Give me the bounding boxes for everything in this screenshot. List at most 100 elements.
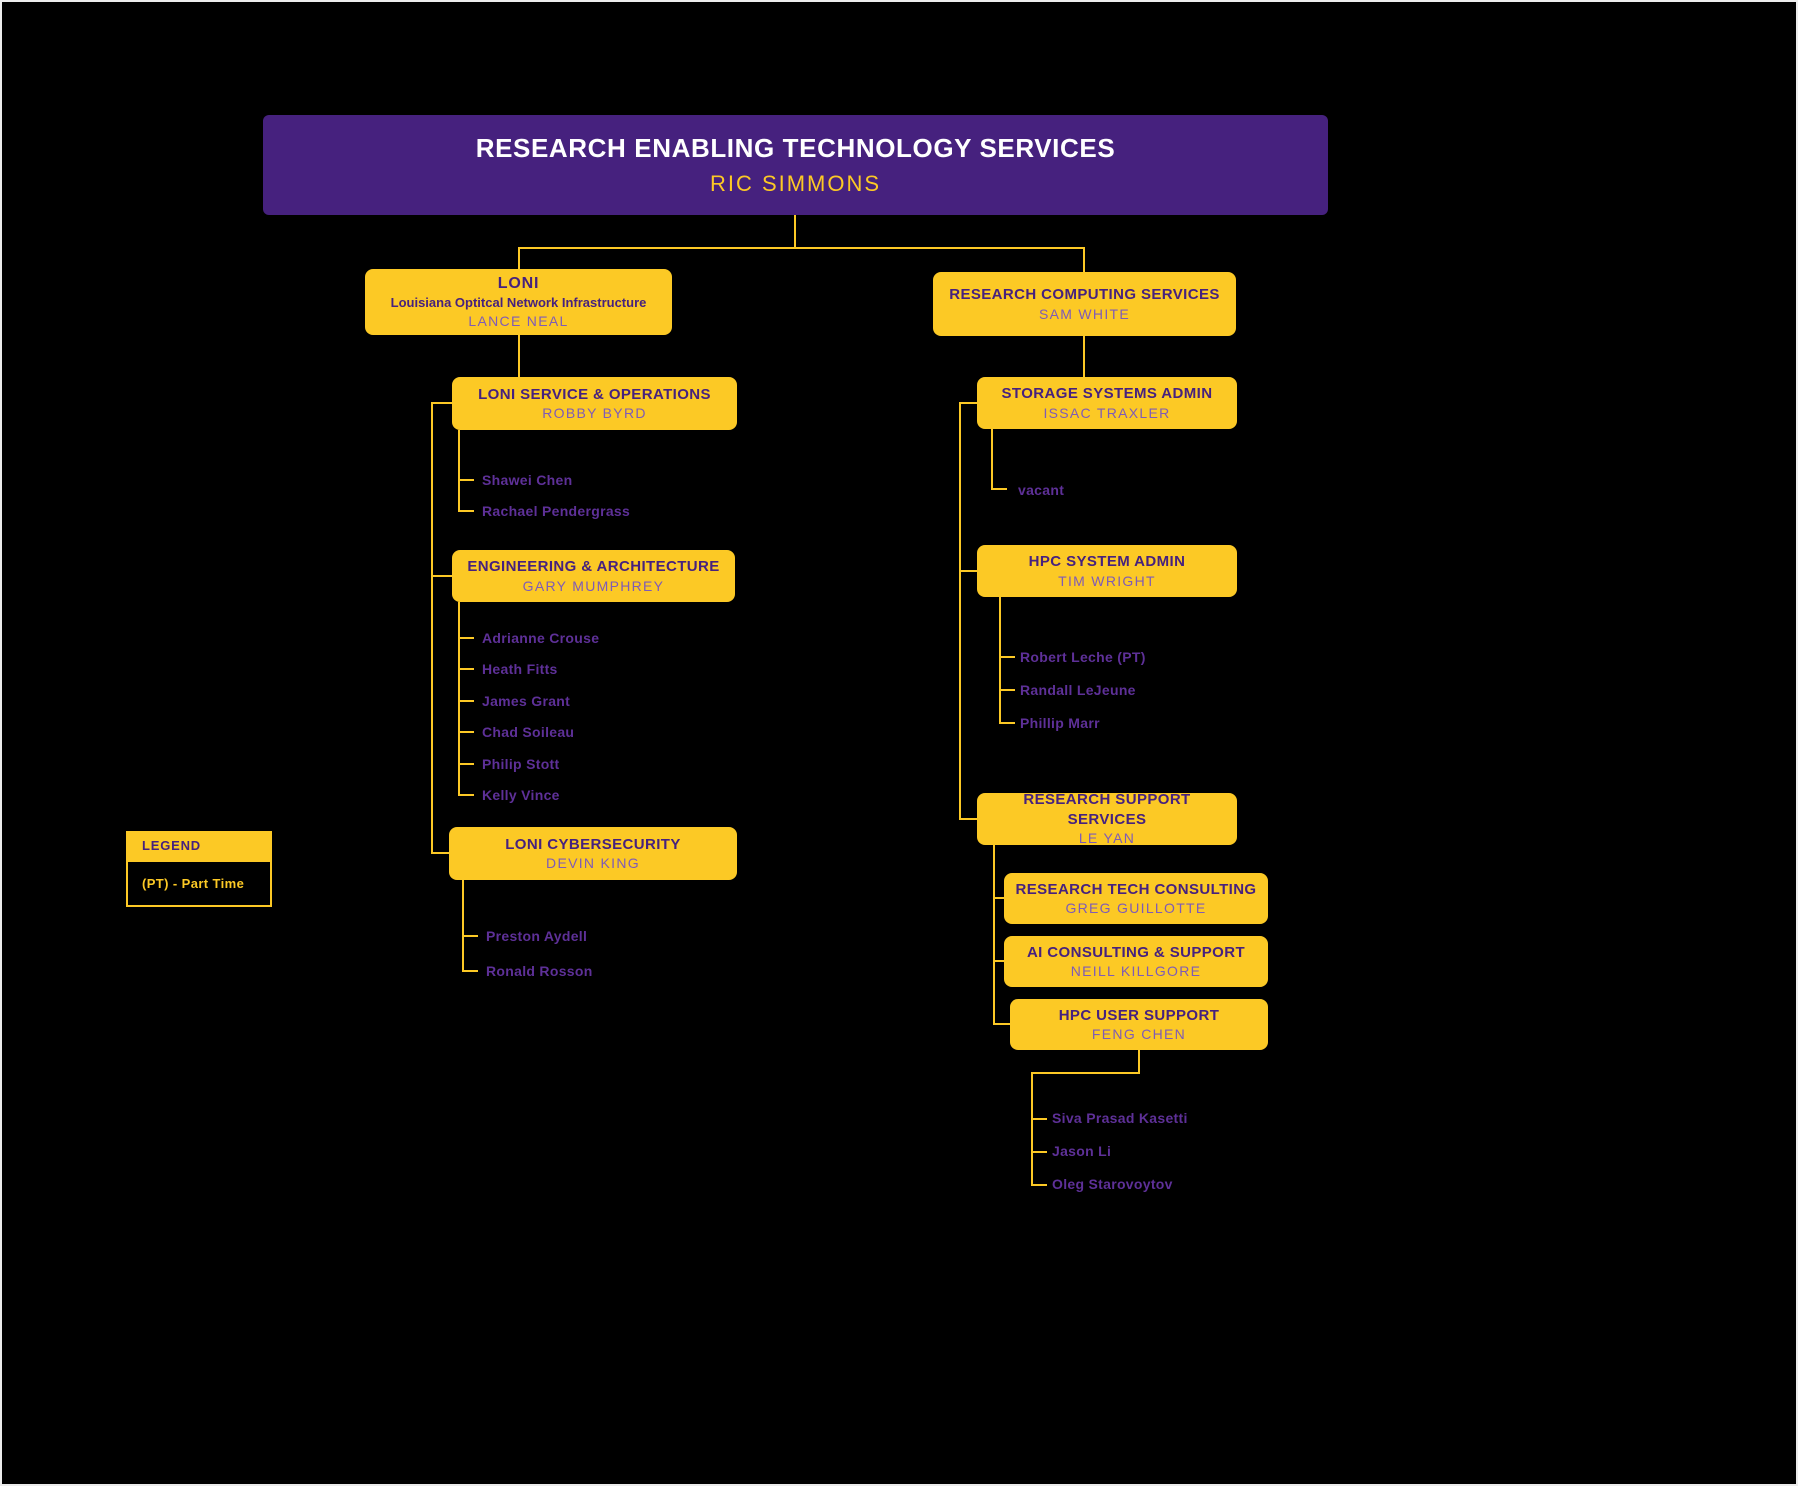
org-node-person: SAM WHITE — [1038, 305, 1131, 322]
staff-name: Siva Prasad Kasetti — [1052, 1110, 1188, 1126]
staff-name: Phillip Marr — [1020, 715, 1100, 731]
connector-line — [1031, 1118, 1047, 1120]
org-node-research-tech-consulting: RESEARCH TECH CONSULTING GREG GUILLOTTE — [1004, 873, 1268, 924]
connector-line — [959, 570, 977, 572]
staff-name: Philip Stott — [482, 756, 560, 772]
connector-storage-members — [991, 429, 993, 490]
connector-line — [991, 488, 1007, 490]
org-node-title: LONI SERVICE & OPERATIONS — [478, 385, 711, 403]
connector-line — [458, 731, 474, 733]
org-node-person: LANCE NEAL — [468, 312, 569, 329]
org-node-title: HPC USER SUPPORT — [1058, 1006, 1220, 1024]
connector-line — [462, 970, 478, 972]
connector-line — [458, 637, 474, 639]
org-node-title: RESEARCH SUPPORT SERVICES — [1023, 791, 1191, 828]
connector-line — [1031, 1151, 1047, 1153]
staff-name: vacant — [1018, 482, 1065, 498]
connector-line — [462, 935, 478, 937]
connector-line — [999, 689, 1015, 691]
org-node-engineering-architecture: ENGINEERING & ARCHITECTURE GARY MUMPHREY — [452, 550, 735, 602]
connector-to-loni — [518, 247, 520, 269]
connector-rcs-to-storage — [1083, 336, 1085, 377]
org-node-hpc-system-admin: HPC SYSTEM ADMIN TIM WRIGHT — [977, 545, 1237, 597]
staff-name: James Grant — [482, 693, 571, 709]
org-node-storage-systems-admin: STORAGE SYSTEMS ADMIN ISSAC TRAXLER — [977, 377, 1237, 429]
org-node-root-title: RESEARCH ENABLING TECHNOLOGY SERVICES — [475, 132, 1116, 163]
org-node-ai-consulting-support: AI CONSULTING & SUPPORT NEILL KILLGORE — [1004, 936, 1268, 987]
connector-hpcadmin-members — [999, 597, 1001, 724]
connector-line — [458, 763, 474, 765]
connector-line — [1031, 1184, 1047, 1186]
connector-line — [458, 510, 474, 512]
connector-line — [458, 479, 474, 481]
connector-line — [431, 402, 452, 404]
org-node-person: GREG GUILLOTTE — [1065, 900, 1207, 917]
staff-name: Randall LeJeune — [1020, 682, 1136, 698]
connector-line — [999, 656, 1015, 658]
staff-name: Kelly Vince — [482, 787, 560, 803]
legend-body: (PT) - Part Time — [126, 860, 272, 907]
org-node-title: HPC SYSTEM ADMIN — [1028, 553, 1186, 571]
org-node-root-person: RIC SIMMONS — [709, 170, 882, 196]
org-node-hpc-user-support: HPC USER SUPPORT FENG CHEN — [1010, 999, 1268, 1050]
org-node-title: LONI CYBERSECURITY — [505, 835, 681, 853]
connector-line — [1031, 1072, 1140, 1074]
org-node-research-support-services: RESEARCH SUPPORT SERVICES LE YAN — [977, 791, 1237, 847]
connector-line — [431, 575, 452, 577]
connector-loni-to-ops — [518, 335, 520, 377]
staff-name: Chad Soileau — [482, 724, 575, 740]
staff-name: Shawei Chen — [482, 472, 573, 488]
org-node-title: RESEARCH TECH CONSULTING — [1015, 880, 1257, 898]
connector-support-trunk — [993, 845, 995, 1025]
connector-line — [959, 402, 977, 404]
connector-line — [993, 960, 1005, 962]
org-node-person: TIM WRIGHT — [1058, 572, 1156, 589]
org-node-person: ROBBY BYRD — [542, 405, 647, 422]
connector-line — [993, 1023, 1011, 1025]
connector-eng-members — [458, 602, 460, 795]
connector-line — [993, 897, 1005, 899]
org-node-root: RESEARCH ENABLING TECHNOLOGY SERVICES RI… — [263, 115, 1328, 215]
org-node-person: GARY MUMPHREY — [522, 577, 665, 594]
legend-title: LEGEND — [142, 838, 201, 853]
staff-name: Ronald Rosson — [486, 963, 593, 979]
connector-line — [458, 668, 474, 670]
org-node-subtitle: Louisiana Optitcal Network Infrastructur… — [390, 294, 647, 310]
staff-name: Adrianne Crouse — [482, 630, 600, 646]
connector-line — [458, 794, 474, 796]
legend-entry-part-time: (PT) - Part Time — [142, 876, 245, 891]
connector-ops-members — [458, 430, 460, 511]
org-node-title: RESEARCH COMPUTING SERVICES — [949, 286, 1220, 304]
connector-to-rcs — [1083, 247, 1085, 272]
staff-name: Jason Li — [1052, 1143, 1112, 1159]
org-node-research-computing-services: RESEARCH COMPUTING SERVICES SAM WHITE — [933, 272, 1236, 336]
connector-hpcus-members — [1031, 1072, 1033, 1186]
staff-name: Oleg Starovoytov — [1052, 1176, 1173, 1192]
connector-root-down — [794, 215, 796, 249]
staff-name: Rachael Pendergrass — [482, 503, 631, 519]
org-node-title: ENGINEERING & ARCHITECTURE — [467, 558, 720, 576]
org-node-person: FENG CHEN — [1091, 1026, 1187, 1043]
org-node-loni-service-operations: LONI SERVICE & OPERATIONS ROBBY BYRD — [452, 377, 737, 430]
connector-line — [999, 722, 1015, 724]
legend-header: LEGEND — [126, 831, 272, 860]
connector-rcs-trunk — [959, 402, 961, 820]
org-node-loni: LONI Louisiana Optitcal Network Infrastr… — [365, 269, 672, 335]
connector-hpcus-down — [1138, 1050, 1140, 1074]
org-node-person: ISSAC TRAXLER — [1043, 404, 1171, 421]
staff-name: Heath Fitts — [482, 661, 558, 677]
connector-cyber-members — [462, 880, 464, 972]
connector-loni-trunk — [431, 402, 433, 854]
org-node-person: DEVIN KING — [546, 855, 640, 872]
staff-name: Robert Leche (PT) — [1020, 649, 1146, 665]
connector-line — [959, 818, 977, 820]
org-node-title: AI CONSULTING & SUPPORT — [1026, 943, 1246, 961]
org-node-person: NEILL KILLGORE — [1070, 963, 1202, 980]
org-node-person: LE YAN — [1078, 830, 1136, 847]
connector-line — [431, 852, 449, 854]
org-node-title: STORAGE SYSTEMS ADMIN — [1001, 385, 1213, 403]
staff-name: Preston Aydell — [486, 928, 588, 944]
org-node-loni-cybersecurity: LONI CYBERSECURITY DEVIN KING — [449, 827, 737, 880]
connector-line — [458, 700, 474, 702]
